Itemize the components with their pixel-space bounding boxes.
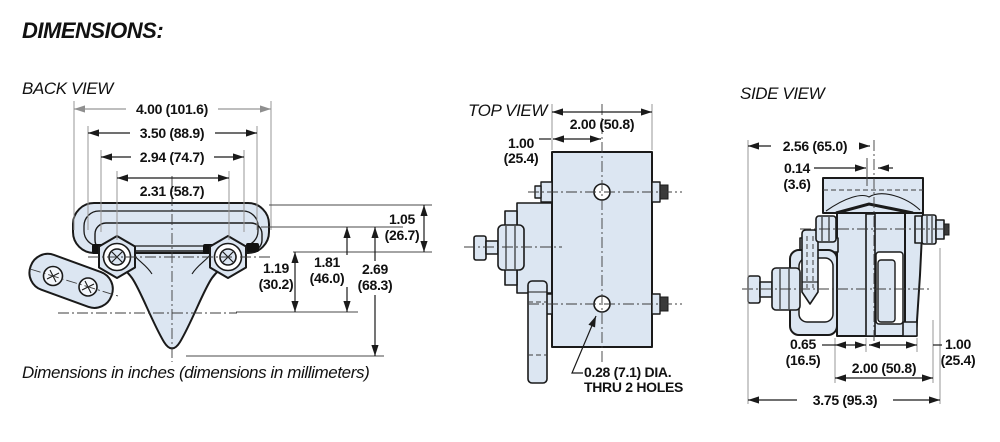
top-view-dimensions: 2.00 (50.8) 1.00 (25.4) 0.28 (7.1) DIA. … [504, 104, 683, 395]
svg-text:0.65: 0.65 [790, 336, 817, 352]
svg-text:(3.6): (3.6) [783, 176, 810, 192]
svg-text:2.31 (58.7): 2.31 (58.7) [140, 183, 204, 199]
dim-width-3.50: 3.50 (88.9) [88, 125, 257, 141]
handle-edge [801, 229, 819, 305]
dim-height-1.19: 1.19 (30.2) [259, 252, 299, 312]
shaft [485, 240, 499, 255]
dim-width-2.94: 2.94 (74.7) [101, 149, 244, 165]
top-view-part [464, 104, 682, 384]
jaw-foot [902, 321, 918, 337]
svg-text:1.00: 1.00 [508, 135, 535, 151]
svg-text:1.00: 1.00 [945, 336, 972, 352]
bolt-hex [921, 214, 937, 245]
svg-text:2.69: 2.69 [362, 261, 389, 277]
bail-hook-end [246, 243, 259, 252]
svg-text:2.94 (74.7): 2.94 (74.7) [140, 149, 204, 165]
svg-text:2.00 (50.8): 2.00 (50.8) [570, 116, 634, 132]
draw-bar-inner [83, 210, 259, 247]
dim-offset-0.14: 0.14 (3.6) [783, 160, 893, 192]
svg-text:(46.0): (46.0) [310, 270, 345, 286]
dim-height-2.69: 2.69 (68.3) [353, 227, 397, 356]
svg-text:(30.2): (30.2) [259, 276, 294, 292]
svg-text:3.50 (88.9): 3.50 (88.9) [140, 125, 204, 141]
bolt-washer [914, 215, 923, 244]
back-view: BACK VIEW [22, 79, 432, 362]
hole-callout: 0.28 (7.1) DIA. THRU 2 HOLES [571, 315, 683, 395]
dim-width-2.00-top: 2.00 (50.8) [552, 108, 652, 132]
svg-text:THRU 2 HOLES: THRU 2 HOLES [584, 379, 683, 395]
svg-text:1.05: 1.05 [389, 211, 416, 227]
hex-nut [497, 224, 525, 271]
dim-width-1.00-side: 1.00 (25.4) [869, 336, 976, 368]
svg-text:0.28 (7.1) DIA.: 0.28 (7.1) DIA. [584, 364, 671, 380]
shaft-end-cap [747, 275, 761, 304]
centerline-lever [29, 268, 119, 297]
svg-text:(25.4): (25.4) [941, 352, 976, 368]
handle-bar [527, 280, 548, 384]
dim-width-1.00-top: 1.00 (25.4) [504, 135, 601, 166]
svg-text:2.00 (50.8): 2.00 (50.8) [852, 360, 916, 376]
dim-width-4.00: 4.00 (101.6) [74, 101, 271, 117]
svg-text:3.75 (95.3): 3.75 (95.3) [813, 392, 877, 408]
svg-text:0.14: 0.14 [784, 160, 811, 176]
shaft-end-cap [473, 235, 487, 261]
release-lever [28, 252, 114, 309]
footnote: Dimensions in inches (dimensions in mill… [22, 363, 369, 382]
svg-text:1.19: 1.19 [263, 260, 290, 276]
back-view-label: BACK VIEW [22, 79, 115, 98]
back-view-part [28, 176, 270, 362]
bolt-cap [935, 219, 945, 240]
bolt-tip [943, 223, 950, 236]
side-view-label: SIDE VIEW [740, 84, 827, 103]
dim-width-0.65: 0.65 (16.5) [786, 336, 866, 368]
svg-text:(68.3): (68.3) [358, 277, 393, 293]
side-view: SIDE VIEW [740, 84, 976, 408]
shaft [759, 281, 773, 298]
dim-height-1.81: 1.81 (46.0) [306, 227, 351, 312]
dim-width-2.00-side: 2.00 (50.8) [835, 360, 933, 382]
side-view-part [742, 140, 952, 348]
back-view-dimensions: 4.00 (101.6) 3.50 (88.9) 2.94 (74.7) 2.3… [73, 101, 432, 357]
svg-text:1.81: 1.81 [314, 254, 341, 270]
svg-text:2.56 (65.0): 2.56 (65.0) [783, 138, 847, 154]
dim-width-3.75: 3.75 (95.3) [748, 392, 940, 408]
svg-text:(16.5): (16.5) [786, 352, 821, 368]
top-view-label: TOP VIEW [468, 101, 549, 120]
dim-height-1.05: 1.05 (26.7) [385, 205, 428, 252]
jaw-tab [877, 259, 896, 323]
dim-width-2.31: 2.31 (58.7) [117, 174, 229, 199]
blade [865, 213, 876, 337]
side-view-dimensions: 2.56 (65.0) 0.14 (3.6) 0.65 (16.5) 1.00 … [747, 138, 976, 408]
top-view: TOP VIEW [464, 101, 683, 395]
page-title: DIMENSIONS: [22, 18, 163, 43]
svg-text:(25.4): (25.4) [504, 150, 539, 166]
svg-text:(26.7): (26.7) [385, 227, 420, 243]
svg-text:4.00 (101.6): 4.00 (101.6) [136, 101, 208, 117]
dim-width-2.56: 2.56 (65.0) [748, 138, 870, 154]
